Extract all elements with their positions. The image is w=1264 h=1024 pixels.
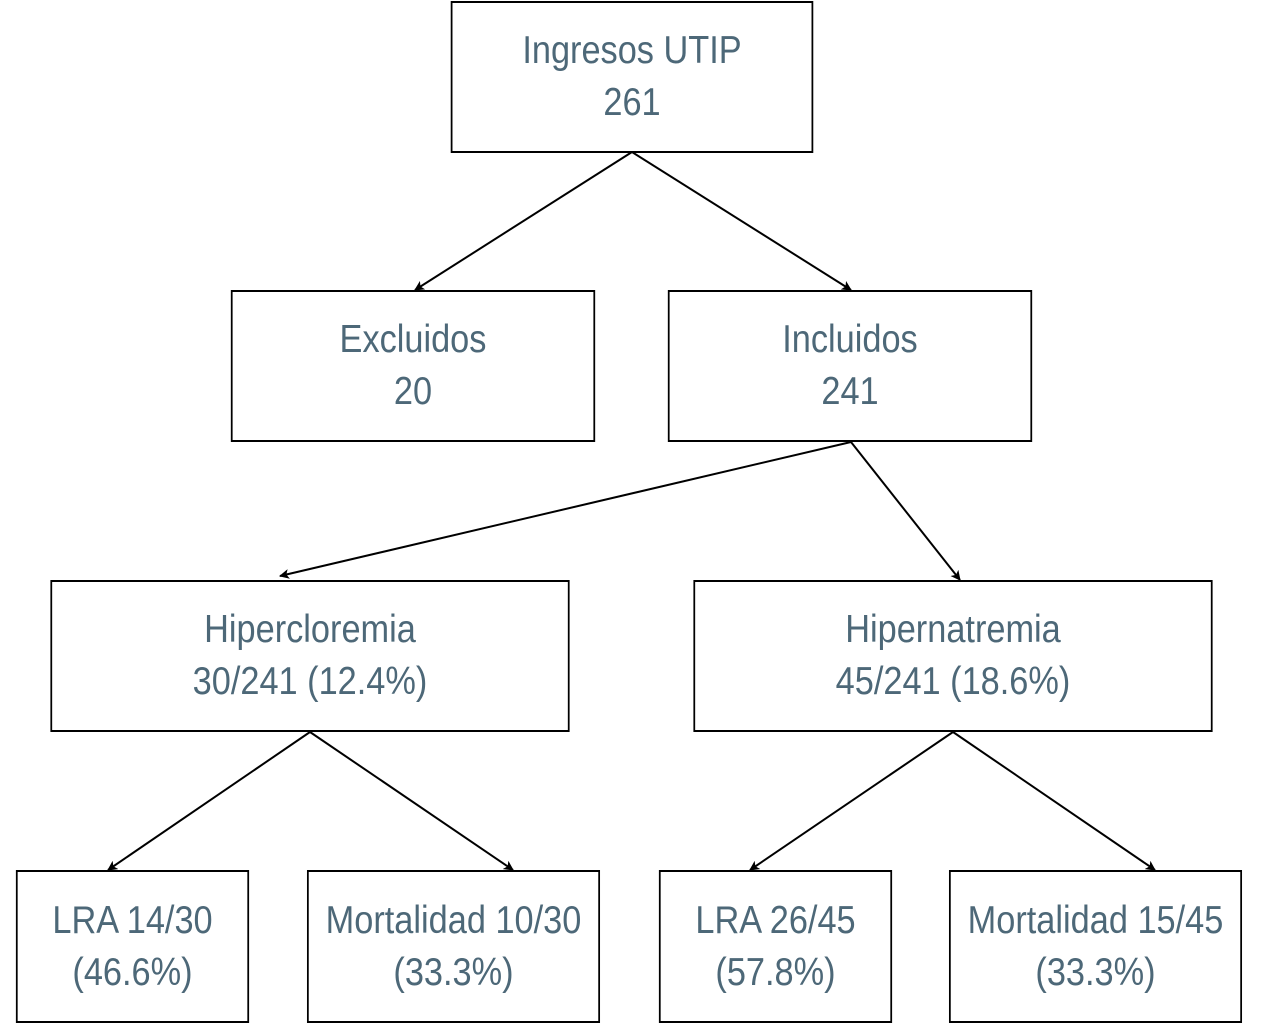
node-excluidos-count: 20 [393,370,433,413]
node-hipercloremia-title: Hipercloremia [204,608,416,651]
node-lra-hipercloremia-percent: (46.6%) [72,950,193,994]
node-hipercloremia-count: 30/241 (12.4%) [192,660,428,703]
node-excluidos: Excluidos 20 [230,290,596,442]
arrow-ingresos-to-excluidos [414,151,633,291]
node-mortalidad-hipernatremia: Mortalidad 15/45 (33.3%) [948,870,1243,1023]
node-hipercloremia: Hipercloremia 30/241 (12.4%) [50,580,570,732]
node-incluidos: Incluidos 241 [667,290,1033,442]
arrow-incluidos-to-hipercloremia [279,441,852,579]
arrow-hipernatremia-to-lra_hipernatremia [749,731,954,871]
arrow-hipercloremia-to-lra_hipercloremia [107,731,311,871]
node-hipernatremia-title: Hipernatremia [845,608,1061,651]
node-mortalidad-hipercloremia-title: Mortalidad 10/30 [325,898,582,942]
node-lra-hipernatremia: LRA 26/45 (57.8%) [658,870,893,1023]
node-lra-hipercloremia-title: LRA 14/30 [52,898,213,942]
node-incluidos-title: Incluidos [782,318,918,361]
node-lra-hipercloremia: LRA 14/30 (46.6%) [15,870,250,1023]
node-ingresos-count: 261 [603,81,661,124]
node-excluidos-title: Excluidos [339,318,487,361]
node-ingresos-utip: Ingresos UTIP 261 [450,1,814,153]
node-ingresos-title: Ingresos UTIP [522,29,742,72]
node-hipernatremia-count: 45/241 (18.6%) [835,660,1071,703]
arrow-incluidos-to-hipernatremia [850,441,961,581]
node-mortalidad-hipernatremia-title: Mortalidad 15/45 [967,898,1224,942]
node-hipernatremia: Hipernatremia 45/241 (18.6%) [693,580,1213,732]
arrow-ingresos-to-incluidos [631,151,852,291]
arrow-hipernatremia-to-mortalidad_hipernatremia [952,731,1156,871]
node-mortalidad-hipernatremia-percent: (33.3%) [1035,950,1156,994]
node-mortalidad-hipercloremia: Mortalidad 10/30 (33.3%) [306,870,601,1023]
node-lra-hipernatremia-percent: (57.8%) [715,950,836,994]
arrow-hipercloremia-to-mortalidad_hipercloremia [309,731,514,871]
node-mortalidad-hipercloremia-percent: (33.3%) [393,950,514,994]
node-lra-hipernatremia-title: LRA 26/45 [695,898,856,942]
node-incluidos-count: 241 [821,370,879,413]
